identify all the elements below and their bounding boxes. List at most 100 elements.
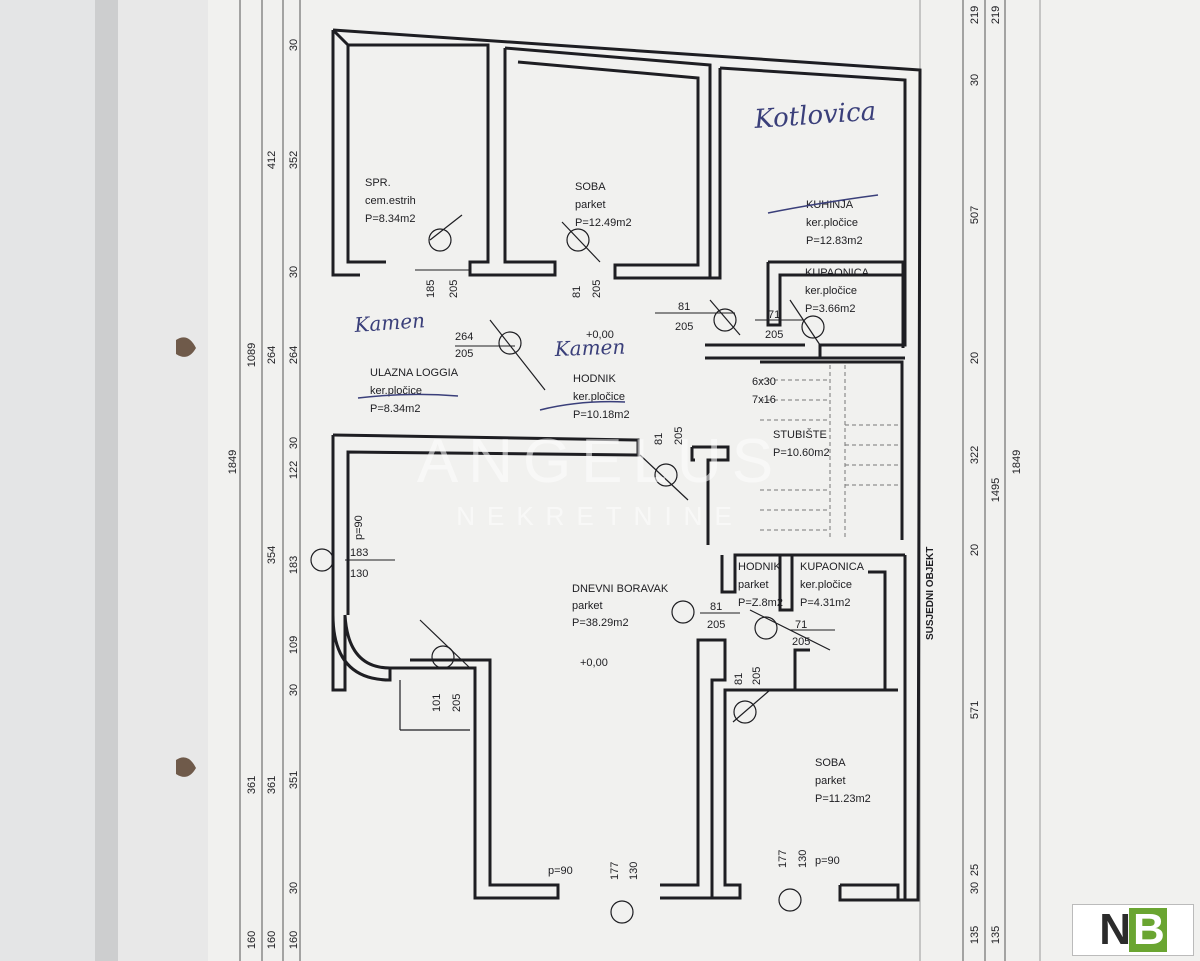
right-dim-total: 1849: [1011, 450, 1023, 474]
room-hodnik-small-name: HODNIK: [738, 561, 781, 573]
level-mark-hall: +0,00: [586, 329, 614, 341]
room-dnevni-floor: parket: [572, 600, 603, 612]
door-kupaonica-width: 71: [768, 309, 780, 321]
left-dim-a-3: 264: [288, 346, 300, 364]
handwriting-kamen-loggia: Kamen: [353, 308, 426, 337]
room-hodnik-top-floor: ker.pločice: [573, 391, 625, 403]
left-dimension-lines: [239, 0, 301, 961]
room-hodnik-top-name: HODNIK: [573, 373, 616, 385]
handwritten-marks: [357, 194, 879, 411]
room-hodnik-small-floor: parket: [738, 579, 769, 591]
left-dim-a-5: 122: [288, 461, 300, 479]
right-dim-b-0: 219: [990, 6, 1002, 24]
room-stubiste-name: STUBIŠTE: [773, 428, 827, 441]
walls: [331, 28, 922, 902]
door-balcony-width: 101: [431, 694, 443, 712]
door-kupaonica-height: 205: [765, 329, 783, 341]
handwriting-kamen-hall: Kamen: [553, 335, 625, 361]
room-loggia-area: P=8.34m2: [370, 403, 420, 415]
room-kupaonica-top-area: P=3.66m2: [805, 303, 855, 315]
door-symbols: [310, 214, 831, 924]
room-kuhinja-name: KUHINJA: [806, 199, 854, 211]
room-dnevni-area: P=38.29m2: [572, 617, 629, 629]
room-spr-floor: cem.estrih: [365, 195, 416, 207]
nb-logo: N B: [1072, 904, 1194, 956]
parapet-bottom1: p=90: [548, 865, 573, 877]
room-loggia-name: ULAZNA LOGGIA: [370, 367, 459, 379]
room-soba-bottom-floor: parket: [815, 775, 846, 787]
room-kupaonica-small-area: P=4.31m2: [800, 597, 850, 609]
door-spr-height: 205: [448, 280, 460, 298]
right-dim-a-2: 507: [969, 206, 981, 224]
door-living-height: 205: [673, 427, 685, 445]
door-kupaonica-small-height: 205: [792, 636, 810, 648]
stairs-treads: 6x30: [752, 376, 776, 388]
neighbor-building-label: SUSJEDNI OBJEKT: [925, 547, 936, 640]
door-living-width: 81: [653, 433, 665, 445]
right-dim-a-8: 30: [969, 882, 981, 894]
room-kupaonica-small-name: KUPAONICA: [800, 561, 865, 573]
right-dim-a-9: 135: [969, 926, 981, 944]
door-balcony-height: 205: [451, 694, 463, 712]
handwritten-notes: Kotlovica Kamen Kamen: [353, 97, 877, 361]
window-bottom2-width: 177: [777, 850, 789, 868]
door-hodnik-width: 81: [678, 301, 690, 313]
left-dim-a-6: 183: [288, 556, 300, 574]
right-dim-b-1: 1495: [990, 478, 1002, 502]
binder-ring-top: [176, 337, 196, 357]
window-bottom1-height: 130: [628, 862, 640, 880]
left-dim-a-10: 30: [288, 882, 300, 894]
door-entry-width: 264: [455, 331, 473, 343]
paper-sheet: [118, 0, 1200, 961]
right-dim-a-3: 20: [969, 352, 981, 364]
door-hodnik-height: 205: [675, 321, 693, 333]
window-left-width: 183: [350, 547, 368, 559]
parapet-bottom2: p=90: [815, 855, 840, 867]
room-soba-bottom-name: SOBA: [815, 757, 846, 769]
right-dim-a-5: 20: [969, 544, 981, 556]
left-dim-a-1: 352: [288, 151, 300, 169]
left-dim-b-0: 412: [266, 151, 278, 169]
room-kuhinja-area: P=12.83m2: [806, 235, 863, 247]
paper-fold: [118, 0, 208, 961]
room-kupaonica-small-floor: ker.pločice: [800, 579, 852, 591]
room-hodnik-small-area: P=Z.8m2: [738, 597, 783, 609]
left-dimension-labels: 3035230264301221831093035130160412264354…: [227, 39, 300, 949]
left-dim-a-9: 351: [288, 771, 300, 789]
door-spr-width: 185: [425, 280, 437, 298]
window-bottom1-width: 177: [609, 862, 621, 880]
left-dim-a-8: 30: [288, 684, 300, 696]
logo-letter-n: N: [1099, 905, 1131, 954]
parapet-left: p=90: [353, 515, 365, 540]
door-hodnik-small-height: 205: [707, 619, 725, 631]
room-kupaonica-top-floor: ker.pločice: [805, 285, 857, 297]
door-hodnik-small-width: 81: [710, 601, 722, 613]
door-kupaonica-small-width: 71: [795, 619, 807, 631]
door-soba-bottom-width: 81: [733, 673, 745, 685]
room-soba-top-area: P=12.49m2: [575, 217, 632, 229]
left-dim-a-0: 30: [288, 39, 300, 51]
left-dim-a-7: 109: [288, 636, 300, 654]
stairs-graphic: [760, 365, 900, 540]
window-left-height: 130: [350, 568, 368, 580]
left-dim-b-2: 354: [266, 546, 278, 564]
door-dimension-labels: 185 205 81 205 81 205 71 205 264 205 81 …: [350, 280, 840, 880]
left-dim-b-1: 264: [266, 346, 278, 364]
left-dim-c-1: 361: [246, 776, 258, 794]
left-dim-c-0: 1089: [246, 343, 258, 367]
logo-letter-b: B: [1129, 908, 1167, 952]
right-dim-a-6: 571: [969, 701, 981, 719]
watermark-angelus: ANGELUS: [417, 427, 783, 496]
door-soba-height: 205: [591, 280, 603, 298]
room-spr-name: SPR.: [365, 177, 391, 189]
room-hodnik-top-area: P=10.18m2: [573, 409, 630, 421]
room-dnevni-name: DNEVNI BORAVAK: [572, 583, 669, 595]
door-dimension-leaders: [345, 269, 835, 631]
right-dim-a-4: 322: [969, 446, 981, 464]
room-kupaonica-top-name: KUPAONICA: [805, 267, 870, 279]
stairs-risers: 7x16: [752, 394, 776, 406]
room-soba-top-floor: parket: [575, 199, 606, 211]
binder-ring-bottom: [176, 757, 196, 777]
room-soba-top-name: SOBA: [575, 181, 606, 193]
